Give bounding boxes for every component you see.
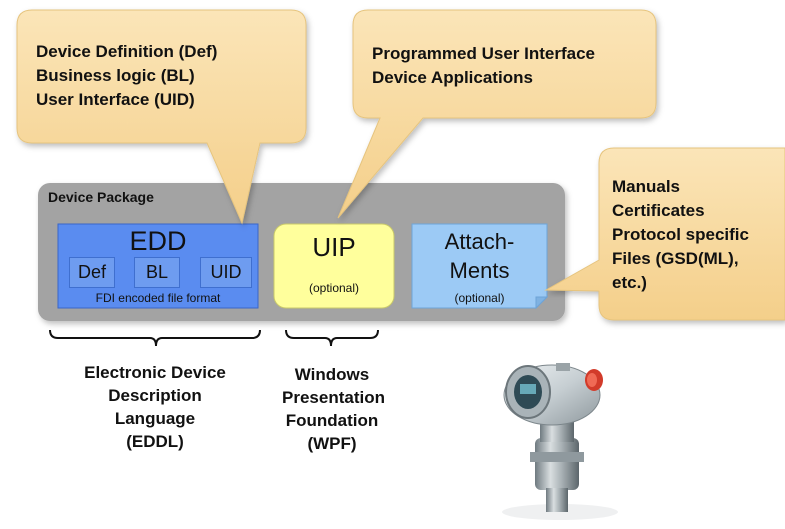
edd-part-bl: BL <box>134 257 180 288</box>
callout-uip-line: Device Applications <box>372 68 533 87</box>
uip-note: (optional) <box>308 281 360 295</box>
edd-format-note: FDI encoded file format <box>95 291 221 305</box>
callout-uip-text: Programmed User Interface Device Applica… <box>372 42 595 90</box>
pressure-transmitter-image <box>502 363 618 520</box>
callout-attachments-line: Files (GSD(ML), <box>612 249 739 268</box>
uip-title: UIP <box>312 232 356 262</box>
edd-part-def: Def <box>69 257 115 288</box>
callout-attachments-line: Certificates <box>612 201 705 220</box>
brace-eddl <box>49 329 261 347</box>
callout-uip-line: Programmed User Interface <box>372 44 595 63</box>
callout-edd-text: Device Definition (Def) Business logic (… <box>36 40 217 112</box>
device-package-label: Device Package <box>48 189 154 205</box>
wpf-label: Windows Presentation Foundation (WPF) <box>282 363 385 455</box>
attachments-title-line2: Ments <box>449 258 510 283</box>
wpf-label-line: Foundation <box>285 411 379 430</box>
callout-attachments <box>544 147 785 321</box>
callout-edd-line: User Interface (UID) <box>36 90 195 109</box>
attachments-note: (optional) <box>454 291 505 305</box>
eddl-label-line: Electronic Device <box>84 363 226 382</box>
edd-title: EDD <box>129 226 187 256</box>
callout-edd-line: Business logic (BL) <box>36 66 195 85</box>
attachments-title-line1: Attach- <box>444 229 515 254</box>
eddl-label-line: Description <box>108 386 202 405</box>
wpf-label-line: (WPF) <box>307 434 357 453</box>
eddl-label-line: (EDDL) <box>126 432 184 451</box>
eddl-label: Electronic Device Description Language (… <box>52 361 258 453</box>
callout-attachments-line: Manuals <box>612 177 681 196</box>
wpf-label-line: Windows <box>294 365 370 384</box>
uip-box <box>273 223 395 309</box>
brace-wpf <box>285 329 379 347</box>
wpf-label-line: Presentation <box>282 388 385 407</box>
callout-attachments-line: Protocol specific <box>612 225 749 244</box>
callout-uip <box>337 9 657 219</box>
callout-edd-line: Device Definition (Def) <box>36 42 218 61</box>
callout-attachments-text: Manuals Certificates Protocol specific F… <box>612 175 749 295</box>
callout-attachments-line: etc.) <box>612 273 647 292</box>
callout-edd <box>16 9 307 225</box>
edd-part-uid: UID <box>200 257 252 288</box>
eddl-label-line: Language <box>114 409 196 428</box>
attachments-fold <box>535 296 549 310</box>
